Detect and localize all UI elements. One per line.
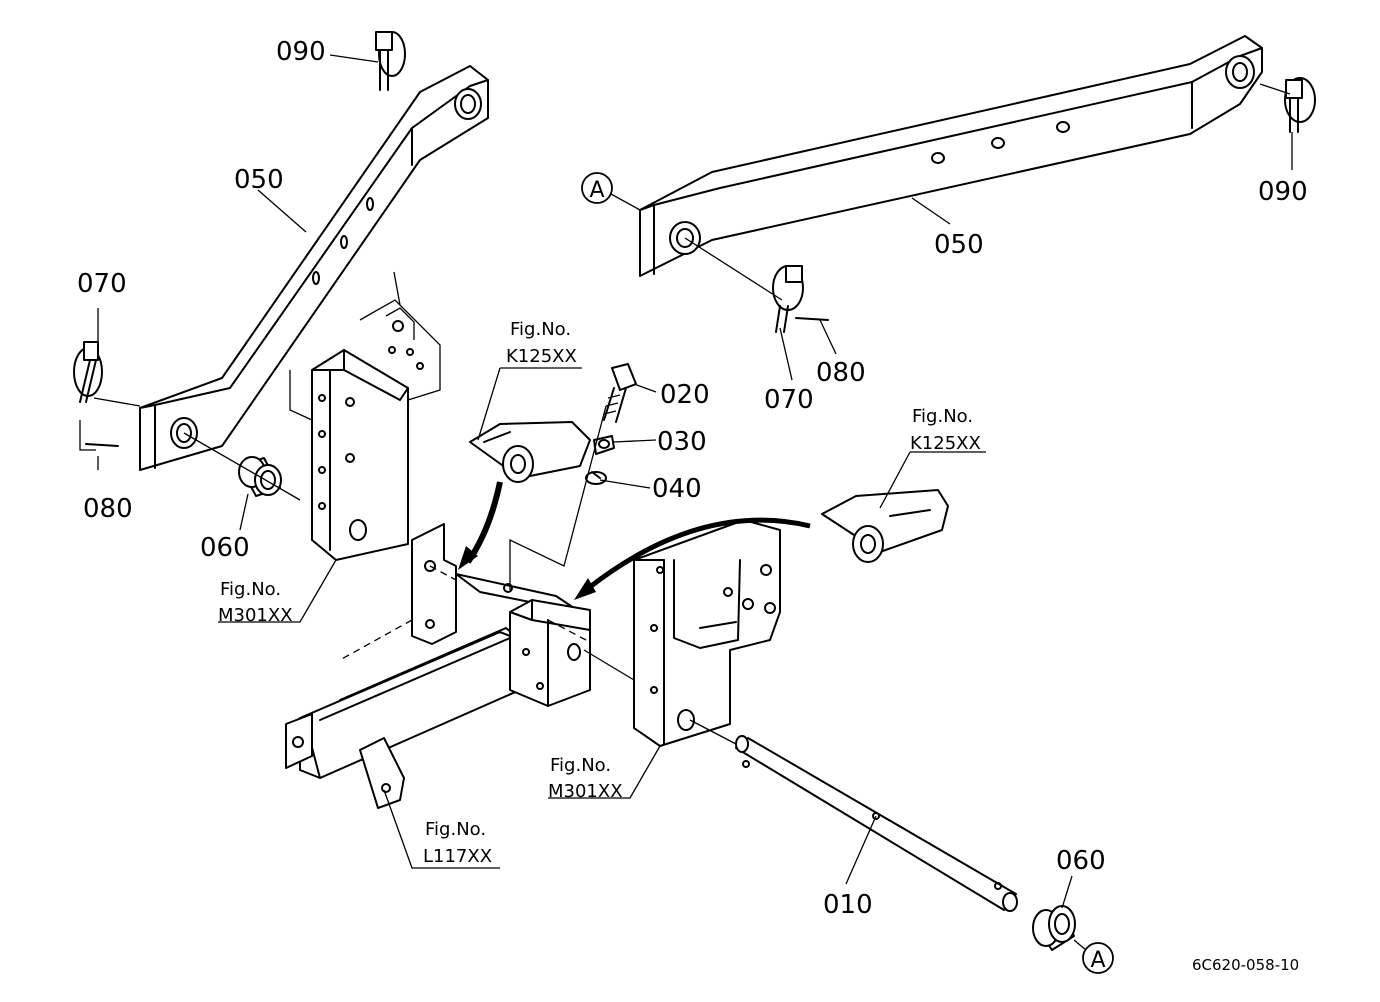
fig-ref-m301-left: Fig.No. M301XX bbox=[218, 579, 293, 626]
label-060-left: 060 bbox=[200, 533, 250, 563]
svg-text:L117XX: L117XX bbox=[423, 846, 492, 867]
label-030: 030 bbox=[657, 427, 707, 457]
fig-ref-k125-upper: Fig.No. K125XX bbox=[506, 319, 577, 367]
fig-ref-l117: Fig.No. L117XX bbox=[423, 819, 492, 867]
label-020: 020 bbox=[660, 380, 710, 410]
svg-text:M301XX: M301XX bbox=[548, 781, 623, 802]
linch-pin-left-070 bbox=[73, 341, 103, 403]
reference-marker-a-lower: A bbox=[1082, 942, 1114, 974]
linch-pin-left-090 bbox=[375, 31, 406, 91]
label-090-right: 090 bbox=[1258, 177, 1308, 207]
label-070-right: 070 bbox=[764, 385, 814, 415]
svg-text:Fig.No.: Fig.No. bbox=[220, 579, 281, 600]
leader-lines bbox=[79, 54, 1293, 951]
label-040: 040 bbox=[652, 474, 702, 504]
assembly-arrows bbox=[458, 481, 811, 600]
cotter-pins-080 bbox=[85, 317, 829, 447]
lower-link-left bbox=[139, 65, 489, 471]
bolt-020 bbox=[603, 363, 637, 423]
label-080-left: 080 bbox=[83, 494, 133, 524]
label-080-right: 080 bbox=[816, 358, 866, 388]
drawbar-frame bbox=[285, 523, 581, 809]
bracket-left bbox=[289, 271, 441, 561]
nut-030 bbox=[593, 435, 615, 455]
center-block bbox=[509, 599, 591, 707]
svg-text:Fig.No.: Fig.No. bbox=[550, 755, 611, 776]
svg-text:A: A bbox=[589, 178, 604, 203]
washer-040 bbox=[585, 471, 607, 485]
svg-text:K125XX: K125XX bbox=[910, 433, 981, 454]
reference-marker-a-upper: A bbox=[581, 172, 613, 204]
linch-pin-right-090 bbox=[1284, 77, 1316, 133]
svg-text:Fig.No.: Fig.No. bbox=[510, 319, 571, 340]
clevis-upper-k125 bbox=[469, 421, 591, 483]
svg-text:A: A bbox=[1090, 948, 1105, 973]
svg-text:Fig.No.: Fig.No. bbox=[912, 406, 973, 427]
linch-pin-right-070 bbox=[772, 265, 804, 333]
pin-010 bbox=[735, 735, 1018, 912]
fig-ref-k125-right: Fig.No. K125XX bbox=[910, 406, 981, 454]
label-010: 010 bbox=[823, 890, 873, 920]
drawing-code: 6C620-058-10 bbox=[1192, 956, 1299, 974]
fig-ref-m301-right: Fig.No. M301XX bbox=[548, 755, 623, 802]
label-050-left: 050 bbox=[234, 165, 284, 195]
label-060-right: 060 bbox=[1056, 846, 1106, 876]
svg-text:K125XX: K125XX bbox=[506, 346, 577, 367]
clevis-right-k125 bbox=[821, 489, 949, 563]
bushing-right-060 bbox=[1032, 905, 1076, 951]
label-050-right: 050 bbox=[934, 230, 984, 260]
svg-text:M301XX: M301XX bbox=[218, 605, 293, 626]
label-090-left: 090 bbox=[276, 37, 326, 67]
bracket-right bbox=[633, 519, 781, 747]
lower-link-right bbox=[639, 35, 1263, 277]
svg-text:Fig.No.: Fig.No. bbox=[425, 819, 486, 840]
label-070-left: 070 bbox=[77, 269, 127, 299]
